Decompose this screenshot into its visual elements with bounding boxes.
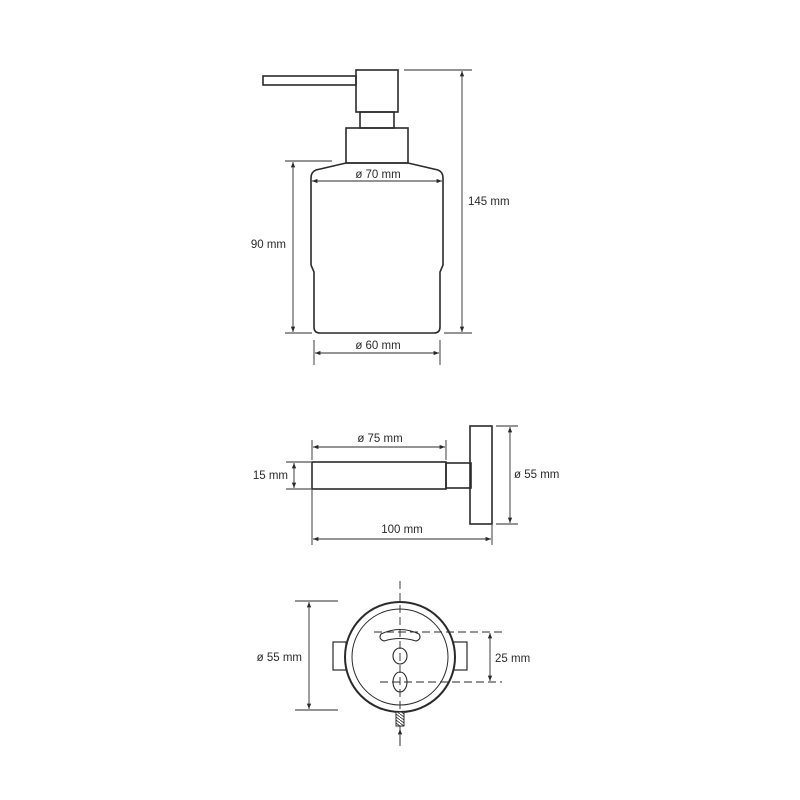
wall-plate <box>469 425 493 525</box>
pump-nozzle <box>262 75 357 86</box>
holder-diameter-label: ø 75 mm <box>357 433 402 445</box>
top-diameter-label: ø 70 mm <box>355 169 400 181</box>
arc-slot <box>379 628 421 642</box>
glass-height-label: 90 mm <box>251 239 286 251</box>
set-screw <box>395 711 405 727</box>
pump-collar <box>345 127 409 164</box>
bottom-diameter-label: ø 60 mm <box>355 340 400 352</box>
side-view: ø 75 mm 15 mm ø 55 mm 100 mm <box>253 425 559 545</box>
hole-spacing-label: 25 mm <box>495 653 530 665</box>
mount-view: ø 55 mm 25 mm <box>257 581 530 746</box>
mount-plate-diameter-label: ø 55 mm <box>257 652 302 664</box>
total-height-label: 145 mm <box>468 196 510 208</box>
glass-body <box>310 162 444 334</box>
front-view: ø 70 mm ø 60 mm 90 mm 145 mm <box>251 69 510 365</box>
arm-connector <box>445 462 472 489</box>
pump-head <box>355 69 399 113</box>
plate-diameter-label: ø 55 mm <box>514 469 559 481</box>
arm-thickness-label: 15 mm <box>253 470 288 482</box>
pump-stem <box>359 111 395 129</box>
holder-arm <box>311 461 447 490</box>
projection-label: 100 mm <box>381 524 423 536</box>
